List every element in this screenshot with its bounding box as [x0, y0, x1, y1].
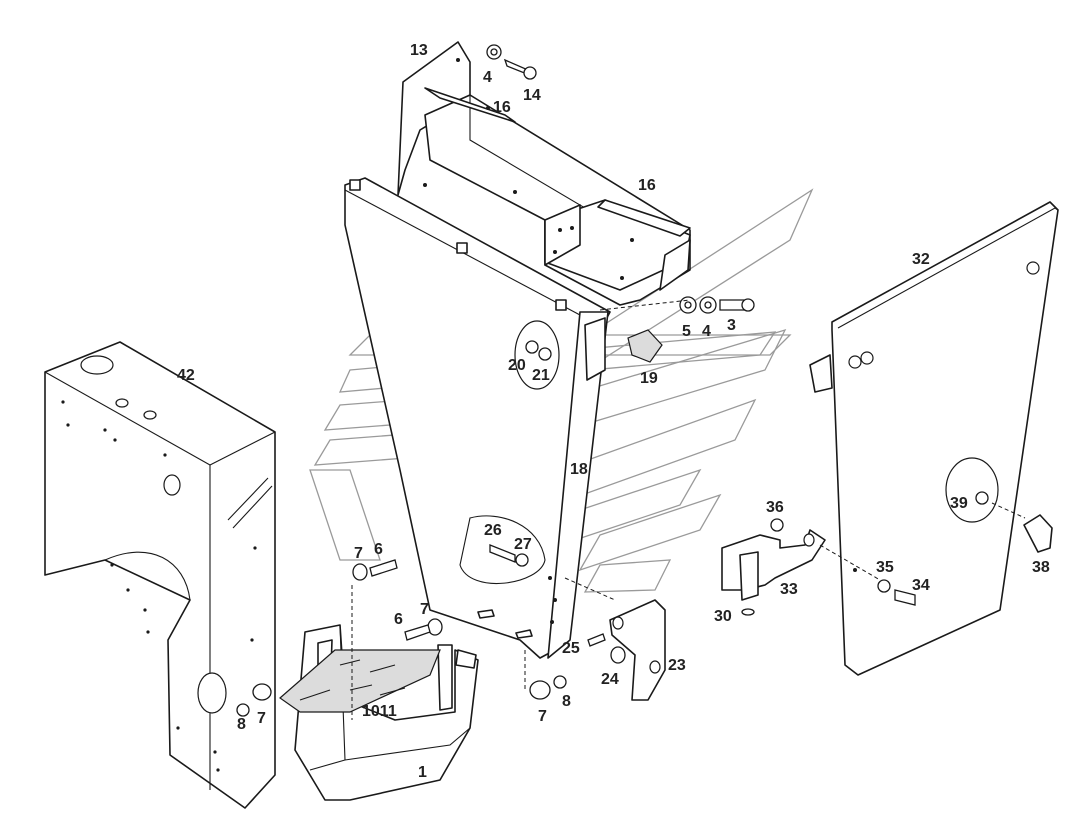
callout-39: 39: [950, 495, 968, 512]
callout-16-right: 16: [638, 177, 656, 194]
callout-30: 30: [714, 608, 732, 625]
callout-6-a: 6: [374, 541, 383, 558]
bracket-part-23: [609, 599, 666, 701]
callout-19: 19: [640, 370, 658, 387]
callout-36: 36: [766, 499, 784, 516]
hinge-part-33: [721, 529, 826, 616]
callout-7-a: 7: [354, 545, 363, 562]
step-part-1: [279, 624, 479, 801]
callout-8-b: 8: [562, 693, 571, 710]
callout-6-b: 6: [394, 611, 403, 628]
frame-bracket-part-42: [44, 341, 276, 809]
hardware-fasteners: [236, 44, 1053, 717]
callout-18: 18: [570, 461, 588, 478]
callout-35: 35: [876, 559, 894, 576]
callout-16-top: 16: [493, 99, 511, 116]
door-panel-part-32: [809, 201, 1059, 676]
callout-10-11: 1011: [362, 703, 397, 720]
callout-7-d: 7: [538, 708, 547, 725]
callout-38: 38: [1032, 559, 1050, 576]
upper-bracket-part-13: [397, 41, 691, 306]
callout-27: 27: [514, 536, 532, 553]
callout-labels: 13 4 14 16 16 32 5 4 3 20 21 19 42 18 36…: [177, 42, 1050, 781]
callout-7-b: 7: [420, 601, 429, 618]
callout-4-mid: 4: [702, 323, 711, 340]
callout-23: 23: [668, 657, 686, 674]
callout-5: 5: [682, 323, 691, 340]
callout-1: 1: [418, 764, 427, 781]
callout-8-a: 8: [237, 716, 246, 733]
callout-32: 32: [912, 251, 930, 268]
callout-26: 26: [484, 522, 502, 539]
callout-14: 14: [523, 87, 541, 104]
side-panel-part-18: [344, 177, 611, 659]
callout-13: 13: [410, 42, 428, 59]
leader-lines: [351, 299, 1026, 720]
callout-7-c: 7: [257, 710, 266, 727]
callout-21: 21: [532, 367, 550, 384]
callout-33: 33: [780, 581, 798, 598]
callout-34: 34: [912, 577, 930, 594]
callout-25: 25: [562, 640, 580, 657]
callout-20: 20: [508, 357, 526, 374]
callout-4-top: 4: [483, 69, 492, 86]
callout-42: 42: [177, 367, 195, 384]
callout-3: 3: [727, 317, 736, 334]
callout-24: 24: [601, 671, 619, 688]
